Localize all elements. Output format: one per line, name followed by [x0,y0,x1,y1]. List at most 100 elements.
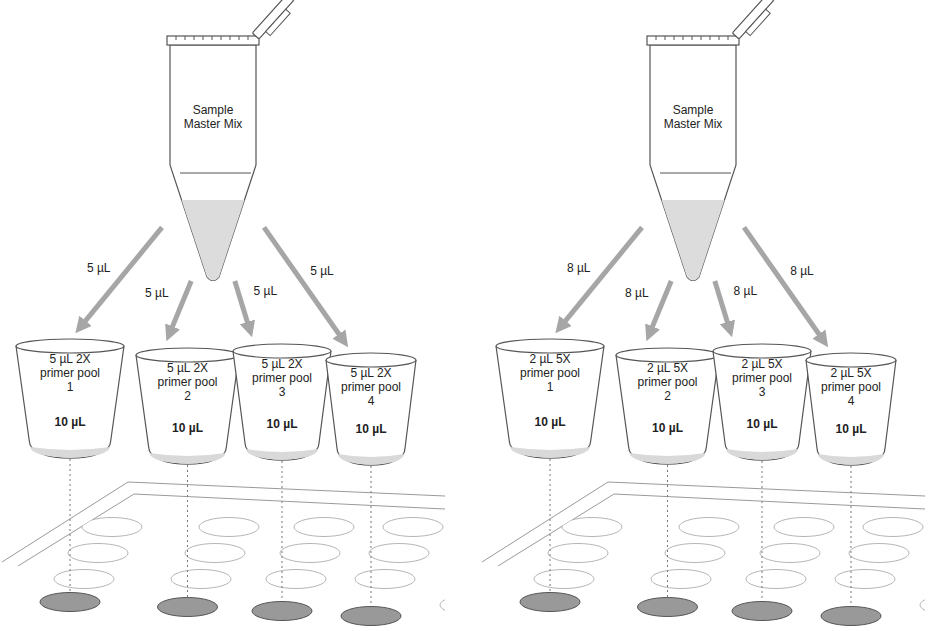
primer-cup: 5 µL 2X primer pool 1 10 µL [15,338,125,463]
cup-rim [326,353,416,367]
rim-ridge [683,36,684,40]
filled-well [638,598,698,617]
empty-well [452,518,512,537]
transfer-arrow [264,227,339,334]
empty-well [746,570,806,589]
tube-liquid [182,200,245,281]
filled-well [821,607,881,626]
primer-cup: 2 µL 5X primer pool 1 10 µL [495,338,605,463]
empty-well [440,596,500,615]
rim-ridge [203,36,204,40]
tube-body [650,45,736,281]
rim-ridge [674,36,675,40]
filled-well [341,607,401,626]
empty-well [369,544,429,563]
primer-cup: 5 µL 2X primer pool 410 µL [325,352,417,470]
cup-rim [806,353,896,367]
guide-line [70,459,71,592]
tube-cap [250,0,305,43]
cap-lid [732,0,773,39]
guide-line [851,466,852,606]
empty-well [171,570,231,589]
empty-well [849,544,909,563]
node-label: 2 µL 5X primer pool 2 [636,361,700,403]
node-label: 2 µL 5X primer pool 4 [819,366,883,408]
fill-mark [180,173,251,174]
rim-ridge [248,36,249,40]
plate-edge [482,482,925,562]
cup-liquid [30,447,109,458]
cup-rim [713,344,811,358]
cup-wall [16,346,124,458]
empty-well [562,518,622,537]
primer-cup: 5 µL 2X primer pool 210 µL [135,347,240,469]
volume-label: 10 µL [836,422,867,436]
empty-well [0,570,4,589]
empty-well [835,570,895,589]
volume-label: 10 µL [535,415,566,429]
empty-well [534,570,594,589]
transfer-arrow [172,281,191,327]
node-label: 5 µL 2X primer pool 4 [339,366,403,408]
rim-ridge [194,36,195,40]
rim-ridge [221,36,222,40]
rim-ridge [665,36,666,40]
cup-rim [136,348,239,362]
empty-well [266,570,326,589]
tube-liquid [662,200,725,281]
volume-label: 10 µL [55,415,86,429]
tube-rim [167,36,259,45]
cup-liquid [338,454,404,465]
rim-ridge [710,36,711,40]
node-label: 5 µL 2X primer pool 1 [38,352,102,394]
cup-wall [496,346,604,458]
cup-liquid [246,449,318,460]
plate-edge [2,482,445,562]
cup-wall [616,355,719,464]
cup-rim [496,339,604,353]
cup-liquid [510,447,589,458]
cap-plug [266,9,291,35]
filled-well [158,598,218,617]
volume-label: 10 µL [267,417,298,431]
empty-well [355,570,415,589]
sample-tube: Sample Master Mix [170,45,256,285]
cup-wall [806,360,896,465]
empty-well [410,596,470,615]
rim-ridge [185,36,186,40]
primer-cup: 2 µL 5X primer pool 210 µL [615,347,720,469]
cup-liquid [150,453,226,464]
node-label: Sample Master Mix [182,103,244,131]
cup-wall [233,351,331,460]
empty-well [0,544,18,563]
node-label: Sample Master Mix [662,103,724,131]
guide-line [187,465,188,597]
empty-well [665,544,725,563]
node-label: 2 µL 5X primer pool 1 [518,352,582,394]
empty-well [68,544,128,563]
transfer-arrow [715,281,728,323]
empty-well [54,570,114,589]
rim-ridge [701,36,702,40]
empty-well [920,596,943,615]
guide-line [371,466,372,606]
cap-lid [252,0,293,39]
cup-liquid [818,454,884,465]
empty-well [294,518,354,537]
volume-label: 5 µL [310,264,334,278]
volume-label: 5 µL [254,284,278,298]
empty-well [863,518,923,537]
rim-ridge [692,36,693,40]
primer-cup: 2 µL 5X primer pool 310 µL [712,343,812,465]
transfer-arrow [652,281,671,327]
guide-line [762,461,763,601]
node-label: 5 µL 2X primer pool 2 [156,361,220,403]
tube-body [170,45,256,281]
rim-ridge [176,36,177,40]
volume-label: 8 µL [790,264,814,278]
empty-well [760,544,820,563]
plate-inner-edge [498,494,925,566]
filled-well [732,602,792,621]
transfer-arrow [565,227,642,321]
